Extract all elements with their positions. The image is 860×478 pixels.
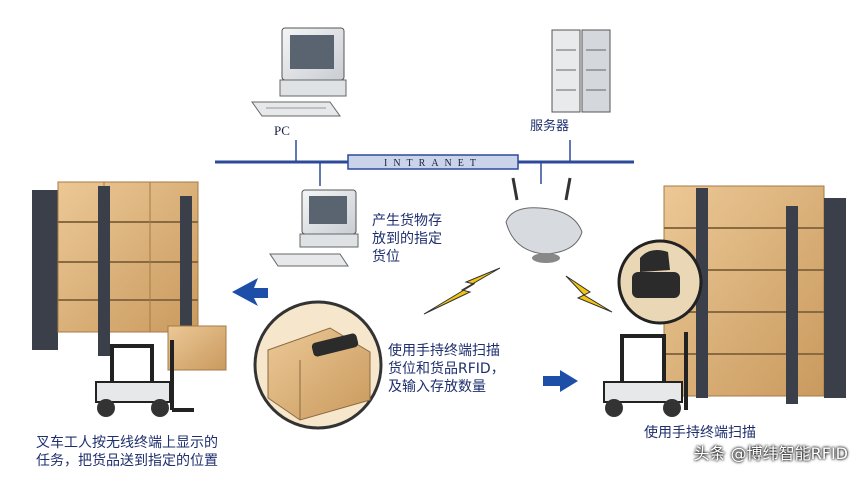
intranet-label: INTRANET <box>384 158 482 169</box>
left-storage-rack <box>32 181 227 371</box>
intranet-line: INTRANET <box>215 140 634 186</box>
wireless-access-point-icon <box>505 177 583 263</box>
wireless-signal-left-icon <box>423 267 501 315</box>
assign-location-pc-icon <box>269 189 359 267</box>
scan-instruction-annotation: 使用手持终端扫描 货位和货品RFID， 及输入存放数量 <box>388 343 505 395</box>
left-forklift-icon <box>95 340 194 417</box>
watermark: 头条 @博纬智能RFID <box>693 444 848 463</box>
server-label: 服务器 <box>530 119 570 134</box>
forklift-instruction-annotation: 叉车工人按无线终端上显示的 任务，把货品送到指定的位置 <box>36 435 218 469</box>
right-caption: 使用手持终端扫描 <box>644 425 756 441</box>
arrow-to-left-icon <box>232 278 268 306</box>
arrow-to-right-icon <box>543 370 578 392</box>
server-icon <box>551 29 611 113</box>
store-location-annotation: 产生货物存 放到的指定 货位 <box>372 213 442 265</box>
handheld-scan-circle <box>253 300 383 430</box>
pc-computer-icon <box>251 27 347 117</box>
wireless-signal-right-icon <box>565 275 613 313</box>
right-forklift-icon <box>603 332 688 417</box>
pc-label: PC <box>274 123 290 138</box>
handheld-scanner-zoom-circle <box>617 239 703 325</box>
